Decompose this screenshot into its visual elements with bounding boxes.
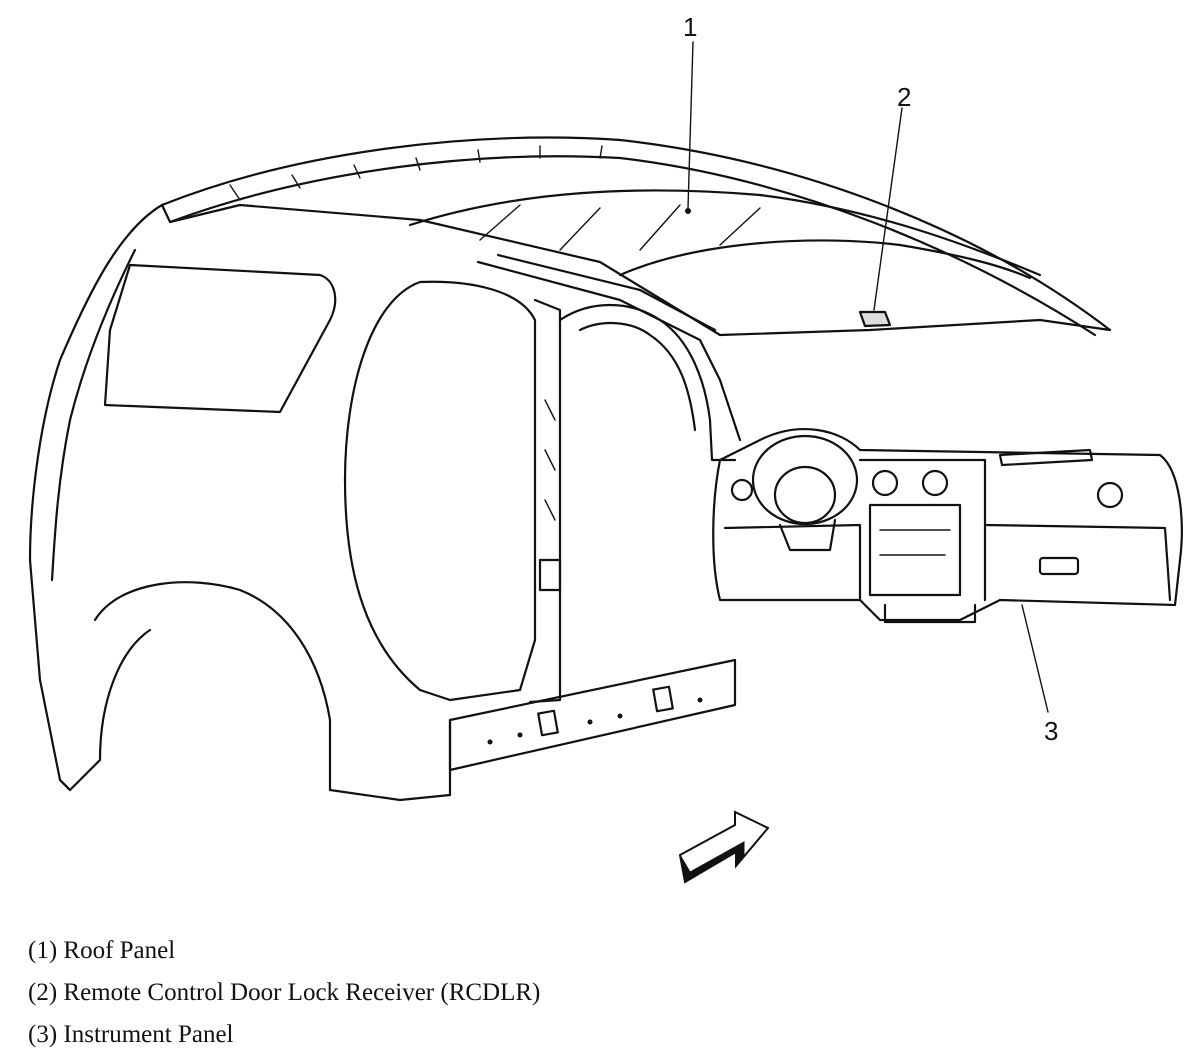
parts-legend: (1) Roof Panel (2) Remote Control Door L… (28, 930, 540, 1056)
body-side-drawing (28, 203, 742, 802)
rcdlr-module-drawing (858, 310, 892, 328)
direction-arrow-icon (678, 810, 770, 884)
leader-line-3 (1021, 604, 1049, 713)
leader-line-2 (873, 107, 903, 311)
leader-line-1 (687, 41, 694, 209)
legend-item-instrument-panel: (3) Instrument Panel (28, 1021, 234, 1048)
callout-2: 2 (897, 82, 912, 112)
callout-1: 1 (683, 12, 698, 42)
roof-panel-drawing (160, 136, 1112, 337)
callout-3: 3 (1044, 716, 1059, 746)
instrument-panel-drawing (712, 428, 1183, 624)
body-line-drawing (28, 41, 1183, 884)
legend-item-rcdlr: (2) Remote Control Door Lock Receiver (R… (28, 979, 541, 1006)
legend-item-roof-panel: (1) Roof Panel (28, 937, 176, 964)
vehicle-body-diagram: 1 2 3 (28, 12, 1183, 884)
